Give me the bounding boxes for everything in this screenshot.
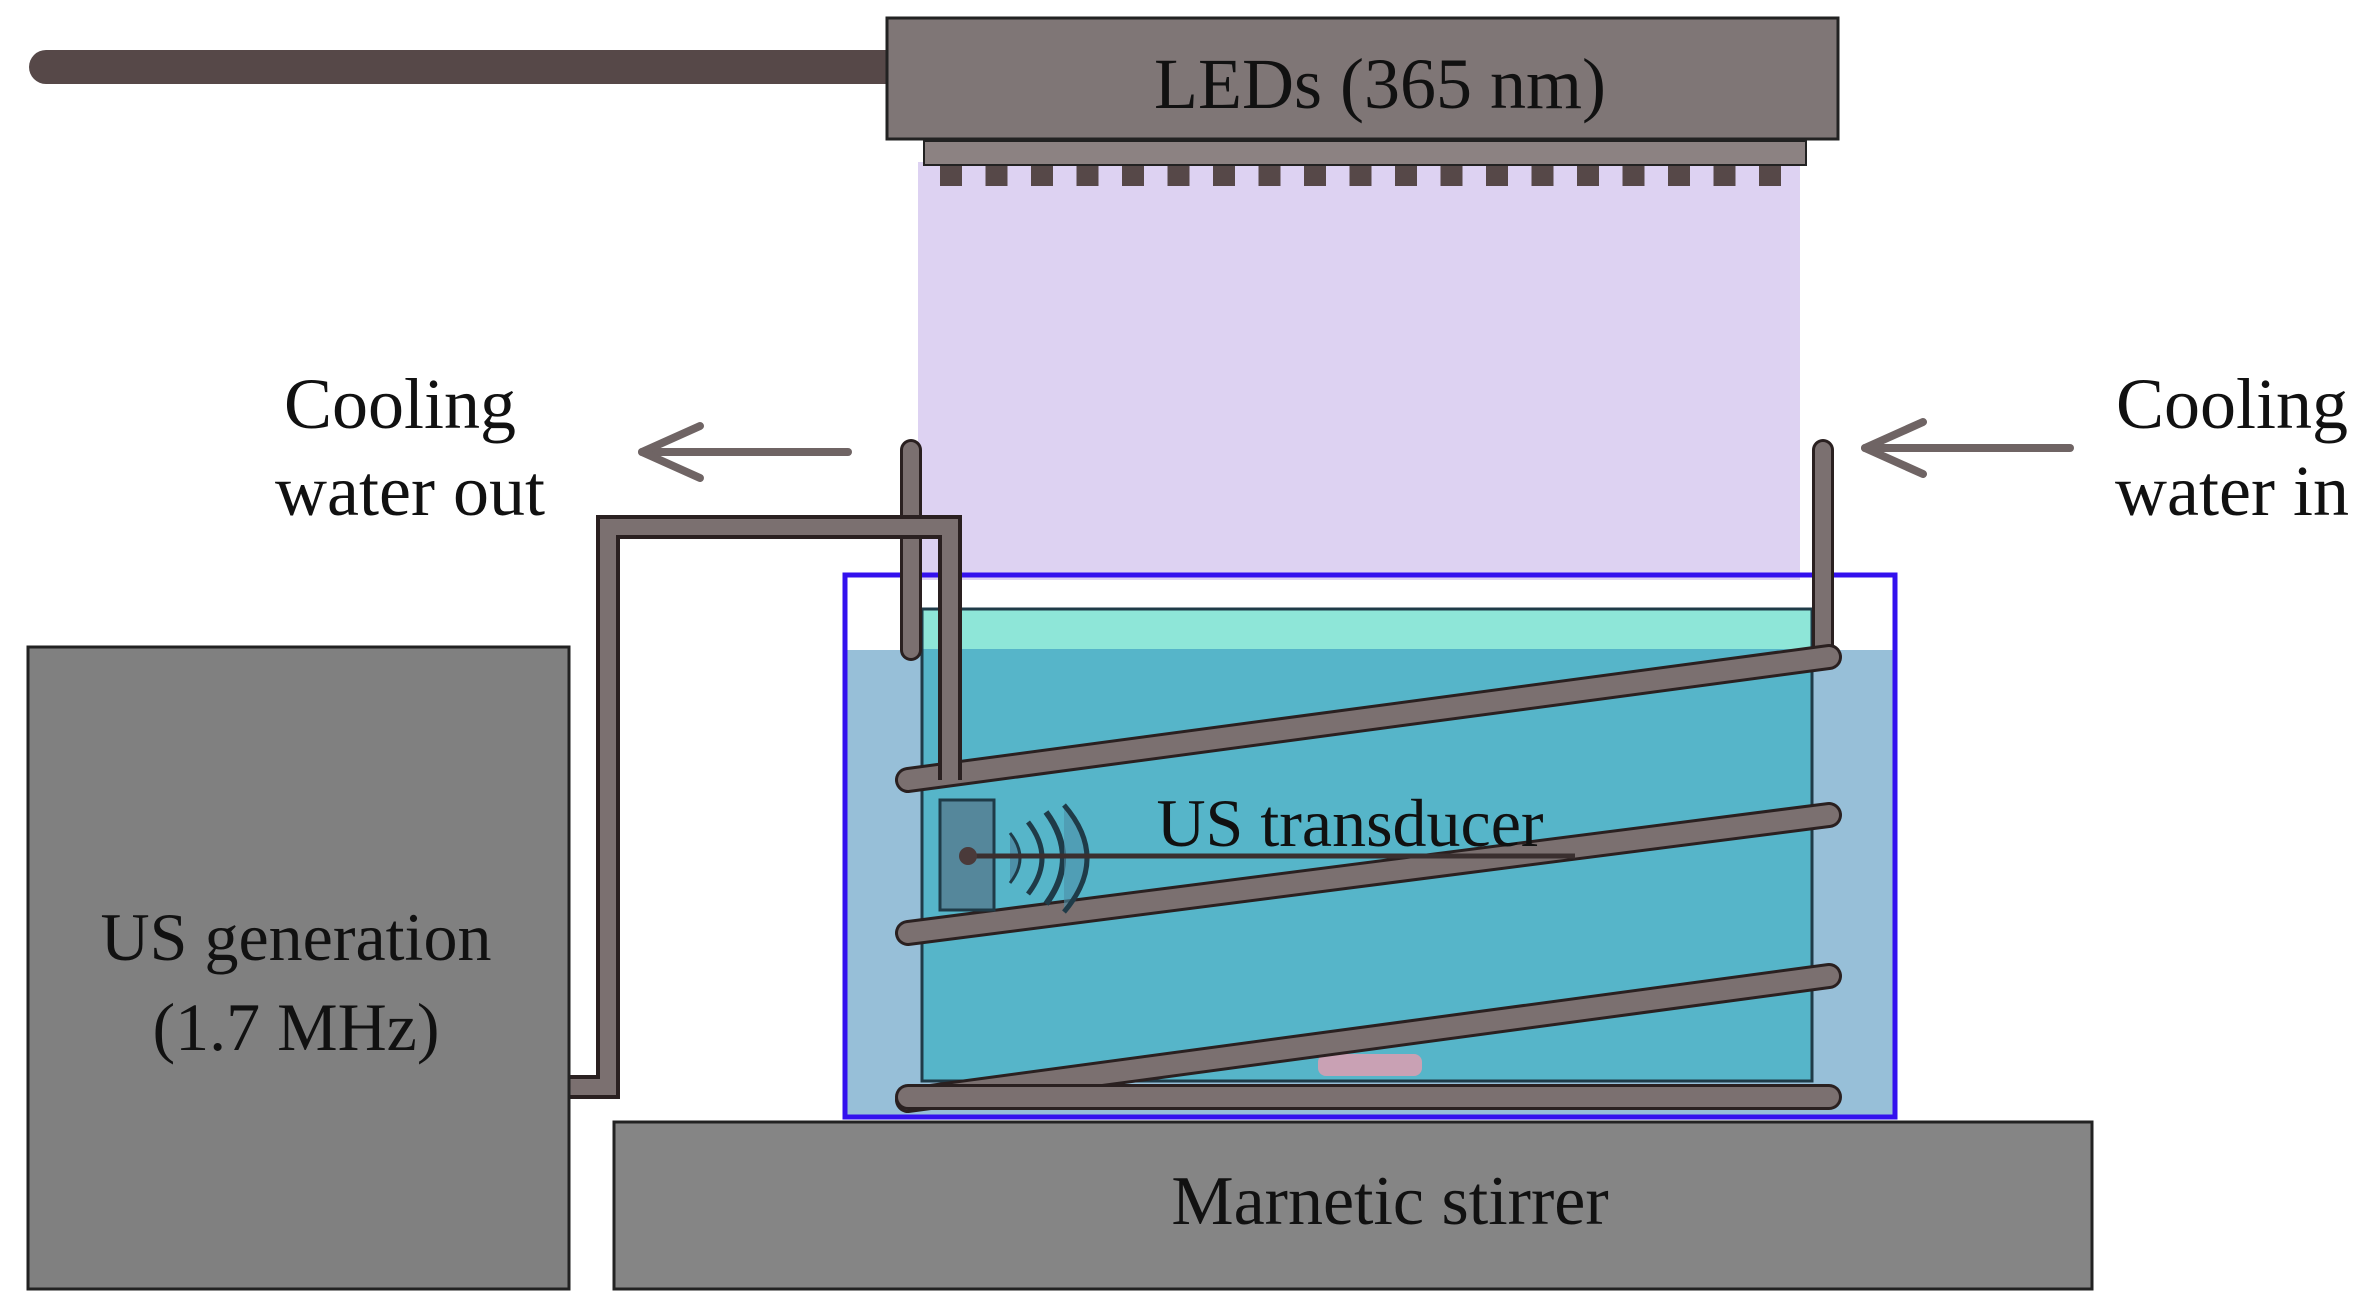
led-housing (885, 16, 1840, 141)
transducer-marker (959, 847, 977, 865)
led-emitter (1668, 166, 1690, 186)
cooling-coil (895, 439, 1842, 1113)
led-emitter (1622, 166, 1645, 186)
cooling-in-label-line1: Cooling (2116, 364, 2348, 444)
led-array (940, 166, 1781, 186)
us-generator-label-line1: US generation (101, 899, 492, 975)
magnetic-stirrer (612, 1120, 2094, 1291)
reactor-headspace (922, 609, 1812, 649)
led-emitter (1440, 166, 1463, 186)
led-emitter (1531, 166, 1554, 186)
uv-light-beam (918, 162, 1800, 580)
led-label: LEDs (365 nm) (1154, 44, 1606, 124)
led-strip (923, 140, 1807, 166)
us-transducer-label: US transducer (1156, 785, 1543, 861)
stir-bar (1318, 1054, 1422, 1076)
led-emitter (1577, 166, 1599, 186)
led-emitter (1713, 166, 1736, 186)
led-emitter (1167, 166, 1190, 186)
led-emitter (1076, 166, 1099, 186)
cooling-in-label-line2: water in (2115, 451, 2349, 531)
us-generator (26, 645, 571, 1291)
stirrer-label: Marnetic stirrer (1171, 1163, 1608, 1240)
cooling-in-arrow (1861, 418, 2074, 478)
led-emitter (1486, 166, 1508, 186)
cooling-out-arrow (638, 422, 852, 482)
led-emitter (1759, 166, 1781, 186)
us-generator-label-line2: (1.7 MHz) (152, 989, 439, 1065)
led-emitter (1258, 166, 1281, 186)
led-emitter (1213, 166, 1235, 186)
us-transducer (938, 798, 1575, 914)
water-bath-outline (842, 572, 1898, 1120)
led-emitter (985, 166, 1008, 186)
led-emitter (1122, 166, 1144, 186)
led-emitter (1031, 166, 1053, 186)
led-emitter (1349, 166, 1372, 186)
cooling-out-label-line1: Cooling (284, 364, 516, 444)
led-emitter (1395, 166, 1417, 186)
led-emitter (940, 166, 962, 186)
led-emitter (1304, 166, 1326, 186)
cooling-out-label-line2: water out (275, 451, 545, 531)
reactor-vessel (920, 607, 1814, 1083)
